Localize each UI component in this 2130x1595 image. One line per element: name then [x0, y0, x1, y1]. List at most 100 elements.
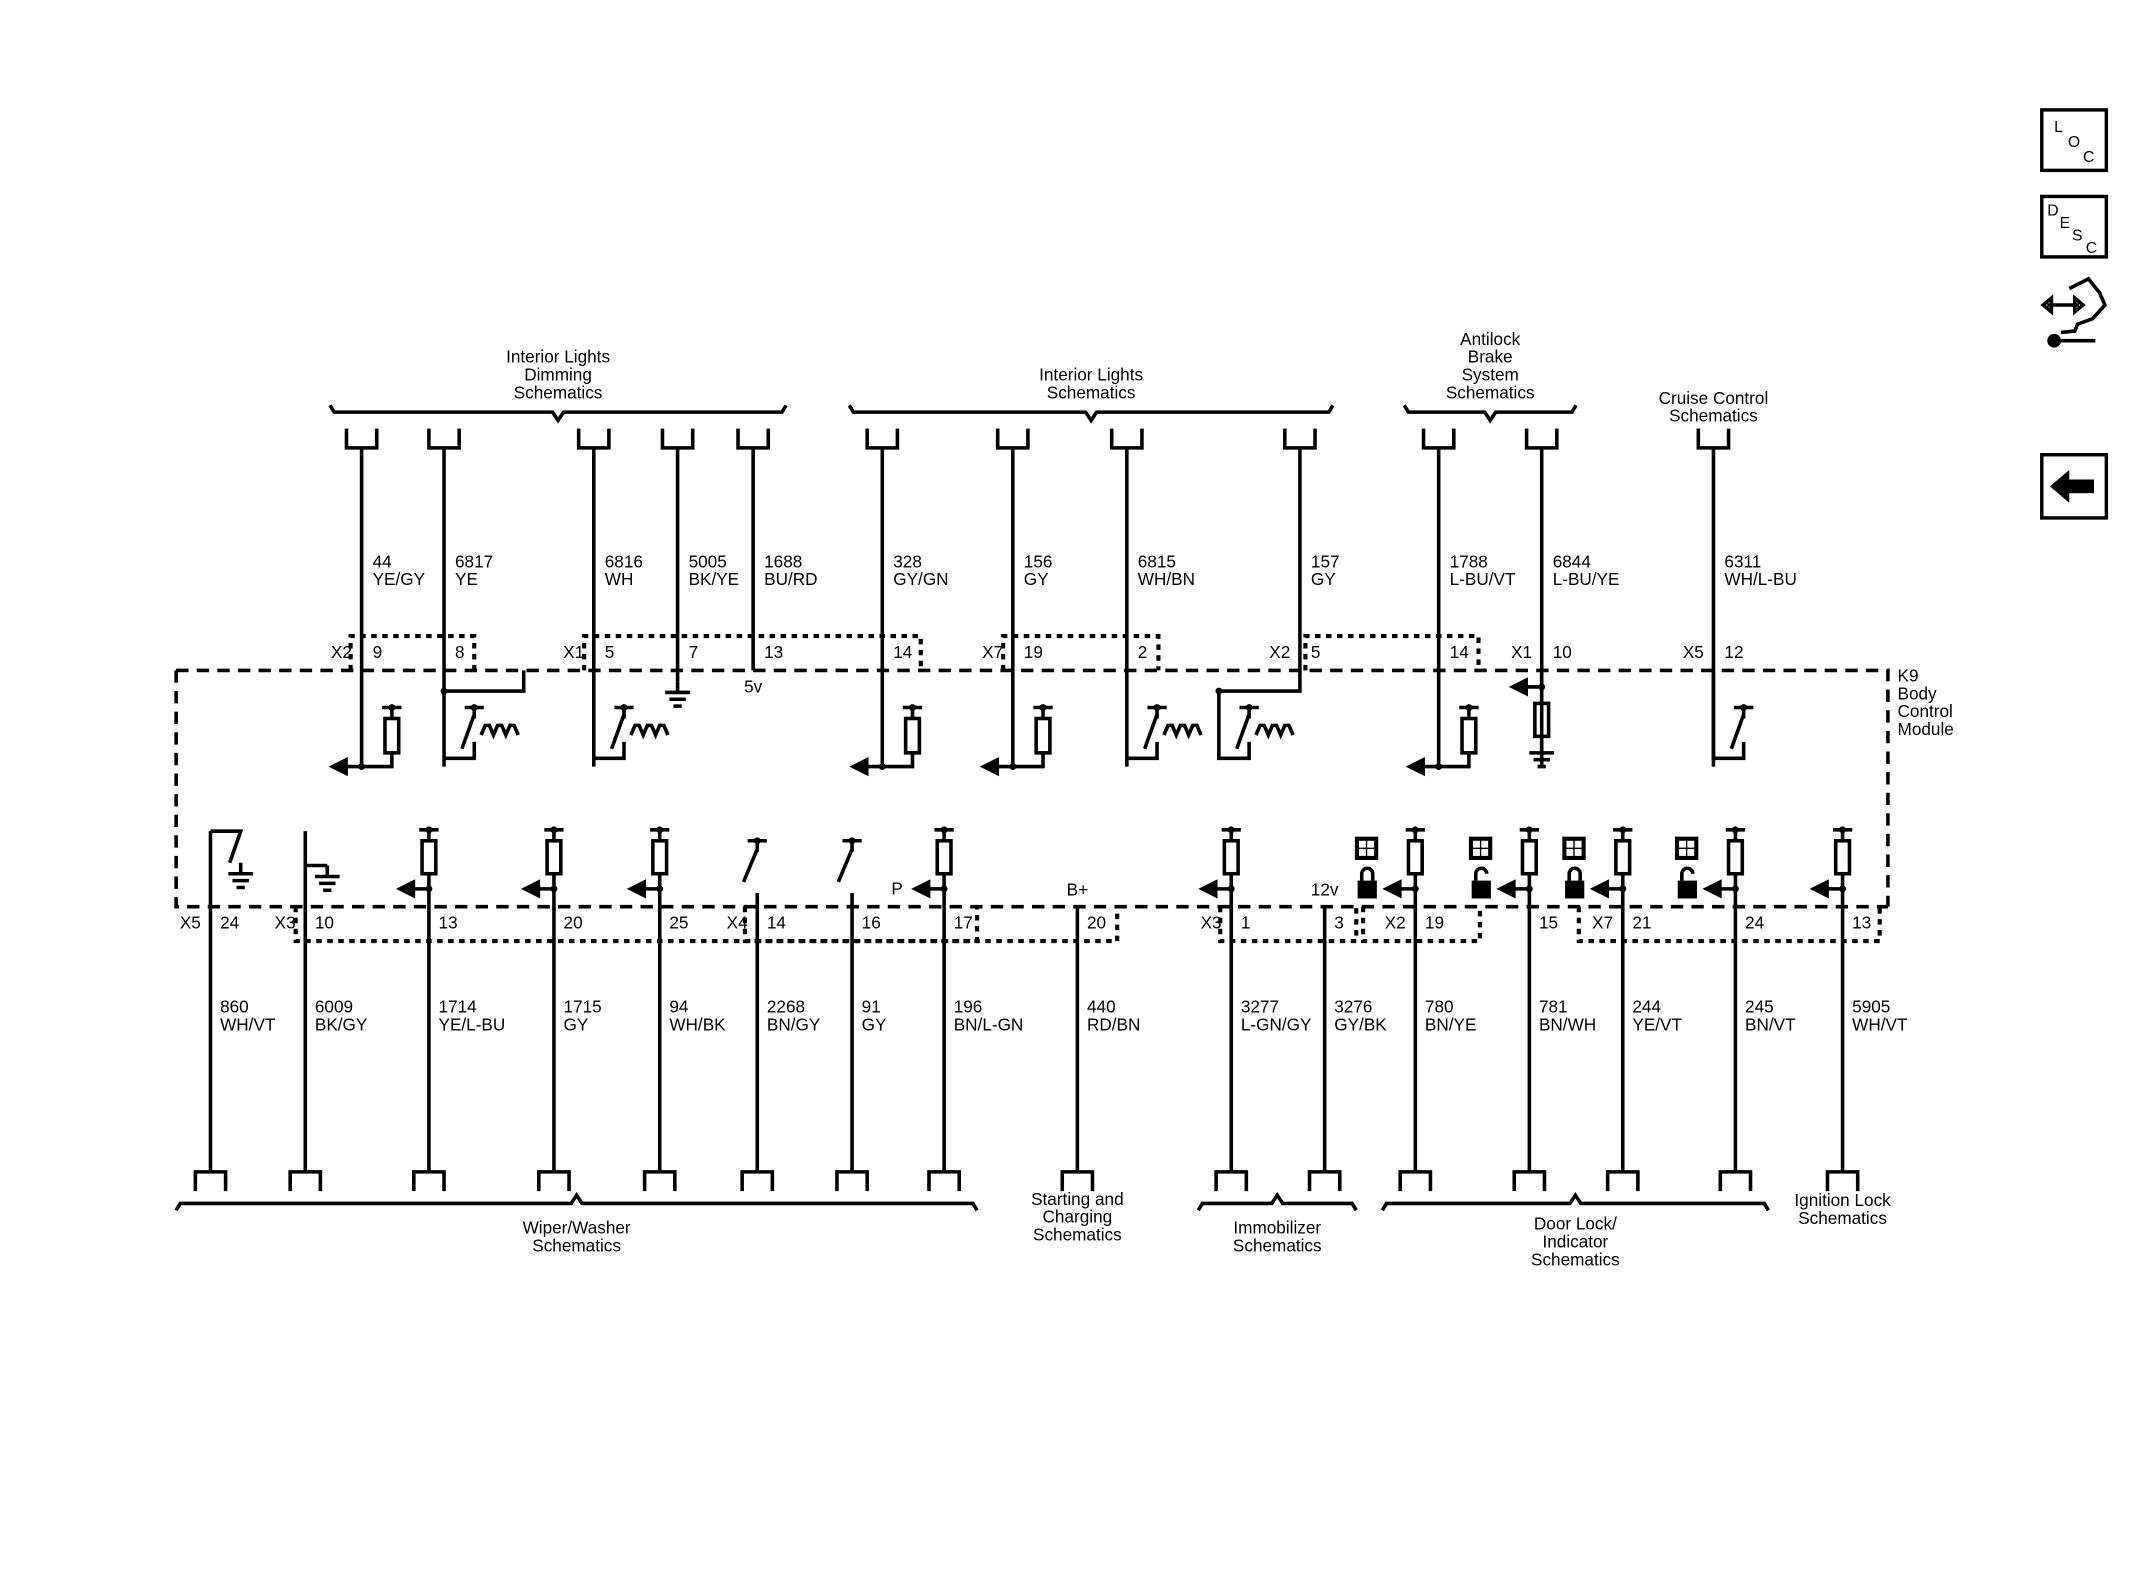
description-icon [2040, 194, 2109, 259]
pin-number: 17 [954, 913, 973, 933]
schematic-link-title[interactable]: Door Lock/ [1534, 1214, 1617, 1234]
wrench-icon [2047, 333, 2062, 348]
connector-id: X3 [1201, 913, 1222, 933]
wire-color: WH/VT [1852, 1014, 1908, 1034]
junction-dot [1215, 687, 1223, 695]
junction-dot [1839, 826, 1847, 834]
key-fob-button [1473, 840, 1480, 848]
ground-icon [314, 865, 340, 893]
schematic-link-title: Schematics [1669, 406, 1758, 426]
schematic-link-title[interactable]: Starting and [1031, 1189, 1124, 1209]
junction-dot [1740, 704, 1748, 711]
wire [1126, 713, 1159, 761]
group-brace [174, 1191, 979, 1212]
wire-color: BK/GY [315, 1014, 368, 1034]
arrow-head-icon [520, 879, 541, 899]
pin-number: 2 [1138, 642, 1148, 662]
schematic-link-title[interactable]: Schematics [532, 1236, 621, 1256]
icon-letter: D [2047, 203, 2058, 220]
circuit-number: 5905 [1852, 997, 1890, 1017]
pin-number: 19 [1425, 913, 1444, 933]
resistor-icon [1614, 838, 1632, 876]
ground-icon [228, 862, 254, 890]
circuit-number: 780 [1425, 997, 1454, 1017]
schematic-link-title[interactable]: Schematics [1798, 1208, 1887, 1228]
schematic-link-title[interactable]: Charging [1043, 1207, 1113, 1227]
connector-id: X1 [1511, 642, 1532, 662]
connector-terminal-icon [995, 428, 1030, 450]
group-brace [328, 404, 788, 424]
connector-terminal-icon [1524, 428, 1559, 450]
circuit-number: 860 [220, 997, 249, 1017]
junction-dot [848, 837, 856, 845]
junction-dot [1153, 704, 1161, 711]
locked-icon [1357, 880, 1377, 899]
pin-number: 12 [1724, 642, 1743, 662]
wire-color: BN/YE [1425, 1014, 1477, 1034]
junction-dot [388, 704, 396, 711]
schematic-link-title[interactable]: Wiper/Washer [523, 1218, 631, 1238]
junction-dot [1227, 826, 1235, 834]
pin-number: 14 [767, 913, 787, 933]
wire-color: GY [1311, 569, 1336, 589]
circuit-number: 245 [1745, 997, 1774, 1017]
schematic-link-title: Schematics [514, 382, 603, 402]
unlocked-icon [1677, 880, 1697, 899]
icon-letter: C [2083, 149, 2094, 166]
connector-id: X7 [982, 642, 1003, 662]
wire-color: BU/RD [764, 569, 817, 589]
pin-number: 8 [455, 642, 465, 662]
wire-color: WH/BK [669, 1014, 726, 1034]
wire-color: YE [455, 569, 478, 589]
connector-terminal-icon [412, 1170, 446, 1192]
voltage-label: B+ [1067, 880, 1088, 900]
wire-color: BN/VT [1745, 1014, 1796, 1034]
junction-dot [1411, 826, 1419, 834]
circuit-number: 440 [1087, 997, 1116, 1017]
lock-shackle-icon [1680, 866, 1695, 881]
schematic-link-title[interactable]: Ignition Lock [1794, 1190, 1891, 1210]
schematic-link-title[interactable]: Schematics [1233, 1236, 1322, 1256]
voltage-label: 5v [744, 676, 763, 696]
pin-number: 13 [1852, 913, 1871, 933]
arrow-head-icon [979, 756, 1000, 777]
unlocked-icon [1471, 880, 1491, 899]
resistor-icon [651, 838, 669, 876]
pin-number: 13 [764, 642, 783, 662]
circuit-number: 3276 [1334, 997, 1372, 1017]
module-name: Body [1898, 683, 1938, 703]
schematic-link-title[interactable]: Immobilizer [1233, 1218, 1321, 1238]
resistor-icon [545, 838, 563, 876]
junction-dot [550, 826, 558, 834]
pin-number: 10 [1553, 642, 1572, 662]
wire-color: WH/VT [220, 1014, 276, 1034]
circuit-number: 44 [373, 551, 393, 571]
junction-dot [940, 826, 948, 834]
loc-button[interactable]: LOC [2040, 108, 2109, 173]
wire [882, 752, 915, 769]
schematic-link-title: Interior Lights [1039, 365, 1143, 385]
key-fob-button [1358, 849, 1366, 856]
back-button[interactable] [2040, 453, 2109, 520]
connector-terminal-icon [288, 1170, 323, 1192]
key-fob-button [1679, 840, 1686, 848]
schematic-link-title[interactable]: Schematics [1531, 1249, 1620, 1269]
connector-button[interactable] [2040, 276, 2108, 348]
schematic-link-title[interactable]: Schematics [1033, 1225, 1122, 1245]
schematic-link-title[interactable]: Indicator [1542, 1231, 1608, 1251]
resistor-icon [1222, 838, 1240, 876]
pwm-icon [1162, 723, 1203, 740]
icon-letter: L [2054, 119, 2063, 136]
wire-color: GY/BK [1334, 1014, 1387, 1034]
